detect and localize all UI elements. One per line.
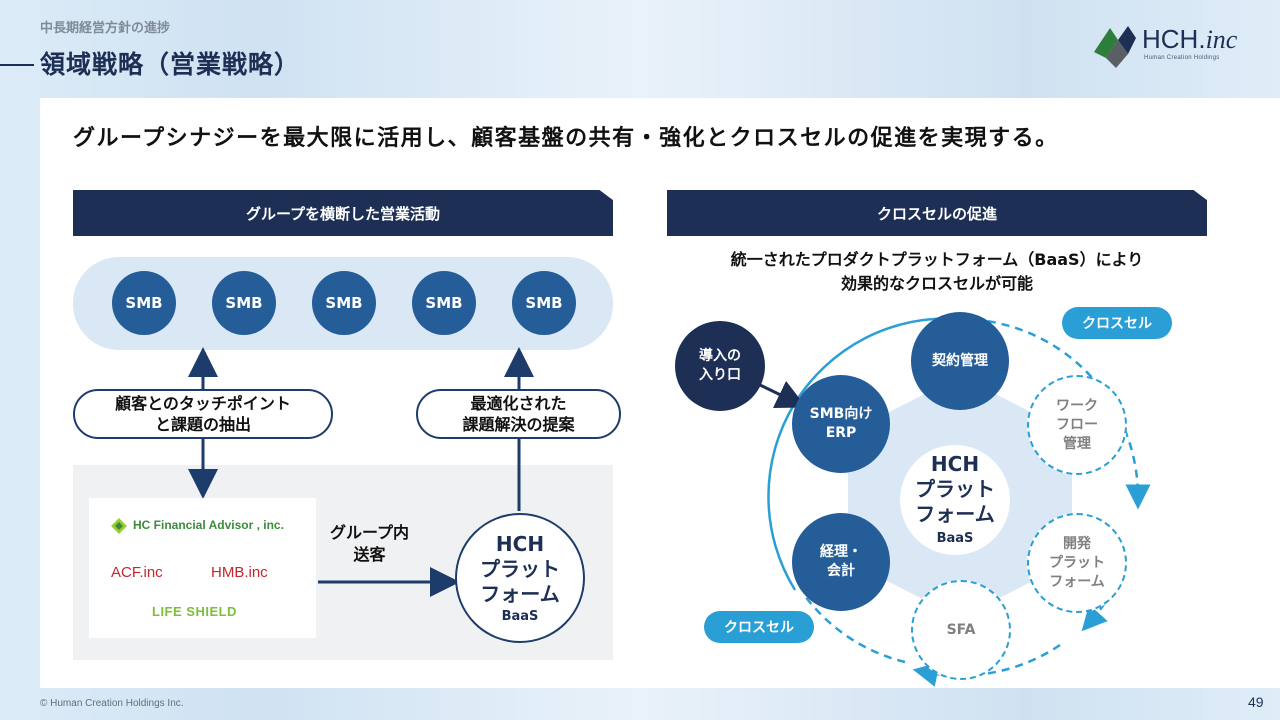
transfer-label: グループ内 送客	[330, 523, 410, 564]
proposal-pill: 最適化された 課題解決の提案	[416, 389, 621, 439]
title-rule	[0, 64, 34, 66]
touchpoint-pill: 顧客とのタッチポイント と課題の抽出	[73, 389, 333, 439]
hc-financial-logo: HC Financial Advisor , inc.	[133, 518, 284, 532]
copyright: © Human Creation Holdings Inc.	[40, 698, 184, 709]
smb-circle: SMB	[312, 271, 376, 335]
page-number: 49	[1248, 694, 1264, 710]
hmb-logo: HMB.inc	[211, 564, 268, 581]
life-shield-logo: LIFE SHIELD	[152, 604, 237, 619]
node-entry-point: 導入の入り口	[675, 321, 765, 411]
cross-sell-caption: 統一されたプロダクトプラットフォーム（BaaS）により 効果的なクロスセルが可能	[730, 250, 1144, 293]
center-hch-platform: HCH プラット フォーム BaaS	[900, 445, 1010, 555]
node-dev-platform: 開発プラットフォーム	[1027, 513, 1127, 613]
smb-circle: SMB	[112, 271, 176, 335]
hc-logo-icon	[109, 516, 129, 536]
section-subtitle: 中長期経営方針の進捗	[40, 21, 171, 36]
cross-sell-tag-bottom: クロスセル	[704, 611, 814, 643]
right-section-header: クロスセルの促進	[667, 190, 1207, 236]
logo-wordmark: HCH.inc	[1142, 24, 1238, 54]
cross-sell-tag-top: クロスセル	[1062, 307, 1172, 339]
headline: グループシナジーを最大限に活用し、顧客基盤の共有・強化とクロスセルの促進を実現す…	[73, 126, 1059, 151]
dashed-arc-upper	[959, 317, 1151, 510]
group-company-logos: HC Financial Advisor , inc. ACF.inc HMB.…	[89, 498, 316, 638]
smb-circle: SMB	[512, 271, 576, 335]
node-sfa: SFA	[911, 580, 1011, 680]
logo-tagline: Human Creation Holdings	[1144, 55, 1220, 61]
node-contract-management: 契約管理	[911, 312, 1009, 410]
acf-logo: ACF.inc	[111, 564, 163, 581]
dashed-arc-bottom	[912, 643, 1061, 687]
page-title: 領域戦略（営業戦略）	[40, 50, 301, 79]
node-accounting: 経理・会計	[792, 513, 890, 611]
entry-arrow	[759, 380, 807, 408]
hch-platform-circle: HCH プラット フォーム BaaS	[455, 513, 585, 643]
logo-mark-icon	[1094, 26, 1136, 68]
node-workflow-management: ワークフロー管理	[1027, 375, 1127, 475]
company-logo: HCH.inc Human Creation Holdings	[1088, 18, 1258, 70]
smb-circle: SMB	[412, 271, 476, 335]
dashed-arc-left	[804, 595, 906, 664]
left-section-header: グループを横断した営業活動	[73, 190, 613, 236]
smb-circle: SMB	[212, 271, 276, 335]
